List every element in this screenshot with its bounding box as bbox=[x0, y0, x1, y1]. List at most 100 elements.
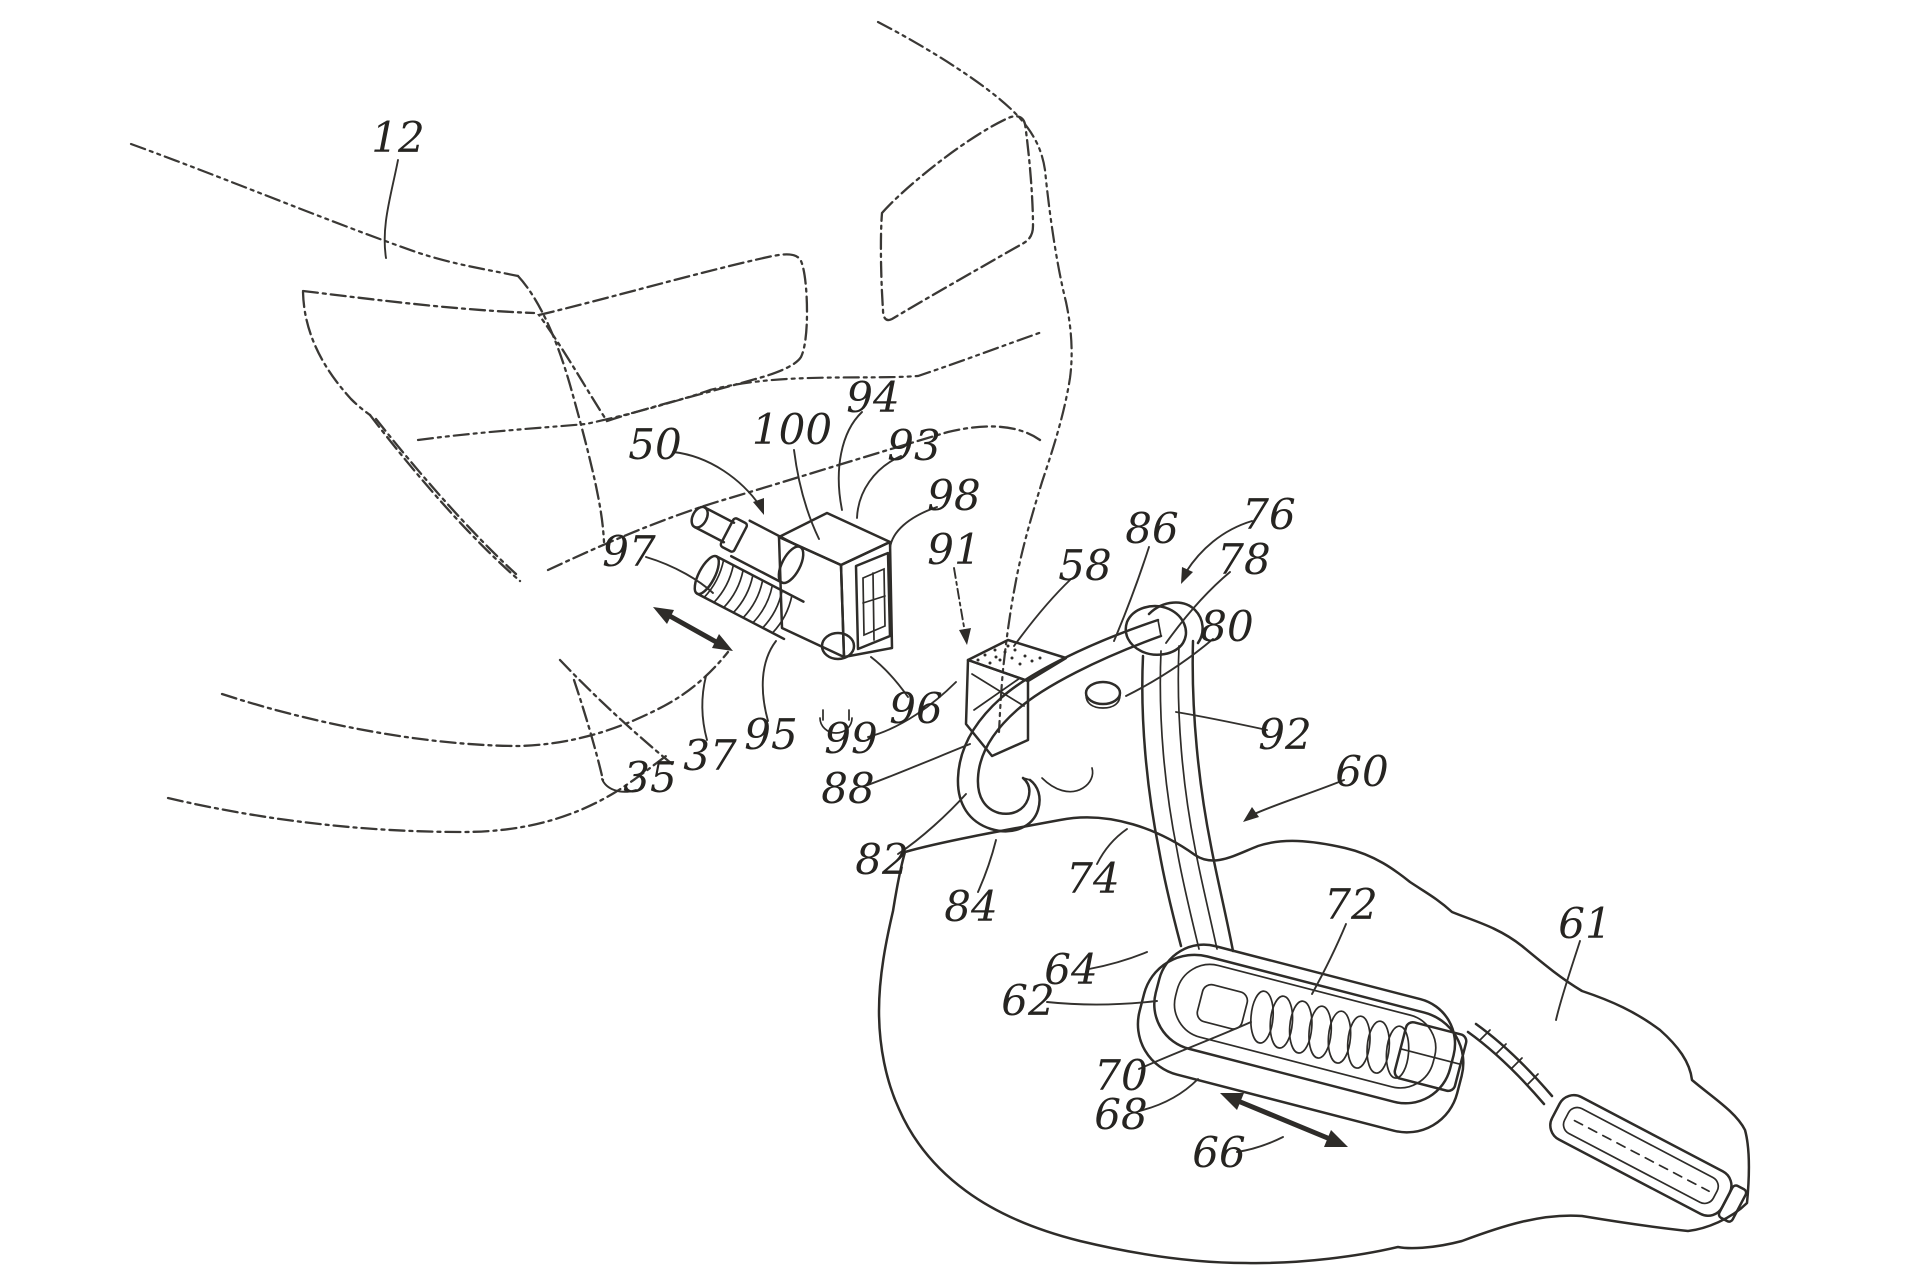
bumper-corner-diagonal bbox=[558, 658, 674, 766]
leader-95 bbox=[761, 640, 777, 722]
ref-label-61: 61 bbox=[1558, 899, 1611, 948]
ref-label-66: 66 bbox=[1192, 1128, 1245, 1177]
leader-80 bbox=[1125, 638, 1214, 697]
plug-housing-top bbox=[777, 511, 892, 567]
clamp-loop-ends bbox=[1022, 619, 1162, 781]
socket-assembly bbox=[956, 601, 1204, 833]
plug-tip-body bbox=[693, 506, 736, 544]
waist-crease bbox=[416, 330, 1044, 442]
ref-label-91: 91 bbox=[927, 525, 980, 574]
flat-connector bbox=[1549, 1093, 1748, 1223]
leader-82 bbox=[897, 793, 967, 855]
floor-panel-outline bbox=[877, 816, 1751, 1265]
leader-96 bbox=[870, 656, 909, 698]
motion-arrow-66 bbox=[1220, 1093, 1348, 1147]
bumper-top-edge bbox=[546, 425, 1042, 572]
ref-label-60: 60 bbox=[1335, 747, 1388, 796]
ref-label-62: 62 bbox=[1001, 976, 1054, 1025]
ref-label-64: 64 bbox=[1044, 945, 1097, 994]
liftgate-left-edge bbox=[516, 274, 606, 544]
ref-label-76: 76 bbox=[1242, 490, 1295, 539]
socket-stipple bbox=[976, 644, 1042, 666]
plug-lower-pin bbox=[819, 709, 853, 734]
ref-label-96: 96 bbox=[889, 684, 942, 733]
leader-lines bbox=[383, 159, 1581, 1153]
base-tray bbox=[1136, 943, 1468, 1134]
roofline-left bbox=[129, 142, 520, 278]
leader-12 bbox=[383, 159, 399, 259]
leader-68 bbox=[1138, 1078, 1199, 1112]
ref-label-82: 82 bbox=[855, 835, 908, 884]
ref-label-74: 74 bbox=[1066, 854, 1119, 903]
leader-78 bbox=[1165, 571, 1231, 644]
leader-64 bbox=[1088, 951, 1148, 970]
charge-cable bbox=[1466, 1022, 1748, 1223]
ref-label-95: 95 bbox=[744, 710, 797, 759]
ref-label-58: 58 bbox=[1058, 541, 1111, 590]
ref-label-78: 78 bbox=[1217, 535, 1270, 584]
ref-label-98: 98 bbox=[927, 471, 980, 520]
ref-label-70: 70 bbox=[1094, 1051, 1147, 1100]
socket-housing-front bbox=[964, 658, 1030, 758]
leader-100 bbox=[793, 449, 820, 540]
plug-foot bbox=[820, 631, 856, 661]
support-arm bbox=[1141, 639, 1235, 953]
ref-label-99: 99 bbox=[824, 714, 877, 763]
leader-76 bbox=[1185, 520, 1253, 573]
leader-60 bbox=[1251, 779, 1345, 816]
ref-label-72: 72 bbox=[1324, 880, 1377, 929]
ref-label-35: 35 bbox=[623, 753, 676, 802]
ref-label-80: 80 bbox=[1200, 602, 1253, 651]
leader-50 bbox=[672, 451, 761, 507]
leader-98 bbox=[889, 506, 938, 549]
pivot-dome bbox=[1084, 680, 1122, 706]
leader-97 bbox=[645, 556, 714, 594]
leader-37 bbox=[701, 675, 708, 741]
ref-label-93: 93 bbox=[887, 421, 940, 470]
leader-66 bbox=[1236, 1136, 1284, 1153]
leader-35 bbox=[601, 778, 637, 793]
ref-label-97: 97 bbox=[602, 527, 656, 576]
taillight-sweep-outer bbox=[368, 413, 522, 583]
socket-brace bbox=[971, 673, 1025, 711]
leader-70 bbox=[1138, 1021, 1252, 1070]
fender-top-crease bbox=[301, 289, 536, 315]
plug-recess-inner bbox=[862, 567, 886, 641]
lower-body-sweep-1 bbox=[220, 650, 730, 748]
ref-label-86: 86 bbox=[1125, 504, 1178, 553]
clamp-inner-detail bbox=[1041, 767, 1094, 793]
leader-72 bbox=[1311, 923, 1347, 995]
leader-84 bbox=[977, 839, 997, 893]
leader-88 bbox=[864, 743, 971, 787]
leader-94 bbox=[837, 411, 863, 511]
ref-label-88: 88 bbox=[821, 764, 874, 813]
leader-61 bbox=[1555, 940, 1581, 1021]
rear-window bbox=[537, 253, 809, 423]
pivot-dome-rim bbox=[1085, 694, 1121, 709]
bumper-side-line bbox=[572, 678, 605, 782]
ref-label-92: 92 bbox=[1258, 710, 1311, 759]
ref-label-50: 50 bbox=[628, 420, 681, 469]
ref-label-68: 68 bbox=[1094, 1090, 1147, 1139]
plug-housing-front bbox=[777, 535, 846, 659]
leader-99 bbox=[867, 681, 957, 738]
clamp-loop-inner bbox=[976, 634, 1163, 815]
tray-end-block-seam bbox=[1399, 1047, 1462, 1066]
release-handle bbox=[1124, 604, 1188, 656]
plug-collar bbox=[719, 517, 749, 553]
motion-arrow-37 bbox=[653, 607, 733, 651]
leader-92 bbox=[1175, 711, 1268, 731]
bellows-corrugations bbox=[703, 559, 793, 634]
lower-body-sweep-2 bbox=[166, 754, 668, 834]
leader-62 bbox=[1046, 1000, 1158, 1006]
vehicle-outline bbox=[129, 20, 1073, 834]
tray-slider bbox=[1196, 983, 1249, 1030]
leader-93 bbox=[856, 455, 902, 519]
taillight-sweep-inner bbox=[374, 417, 518, 576]
bellows-outline bbox=[695, 555, 805, 641]
plug-housing-right bbox=[839, 540, 894, 659]
socket-housing-top bbox=[966, 638, 1068, 683]
